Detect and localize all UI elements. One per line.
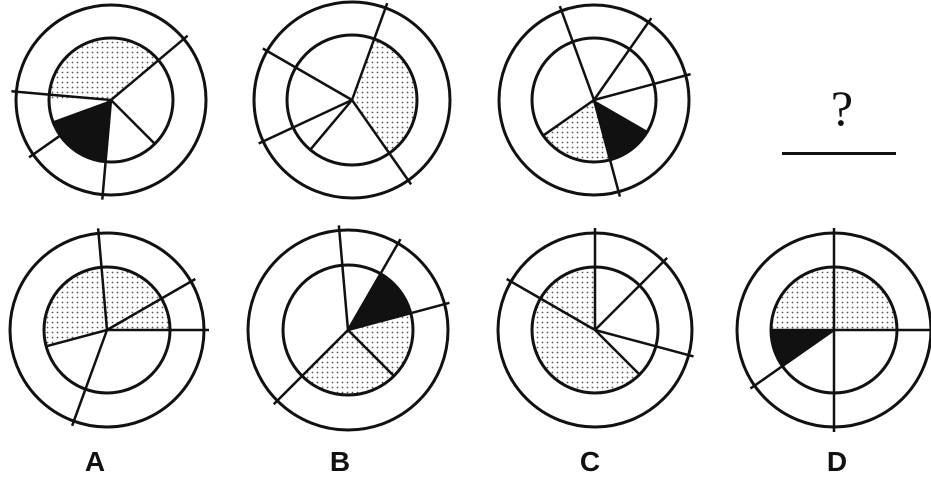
inner-ray-1 (295, 66, 353, 102)
dotted-wedge-0 (44, 267, 171, 347)
ring-spoke-3 (272, 375, 303, 406)
ring-spoke-0 (410, 301, 450, 315)
inner-ray-1 (592, 48, 631, 101)
ring-spoke-1 (160, 277, 196, 300)
ring-spoke-0 (157, 34, 189, 62)
ring-spoke-1 (262, 47, 297, 69)
inner-ray-0 (593, 82, 655, 102)
inner-ray-3 (309, 99, 353, 151)
dotted-wedge-0 (302, 313, 413, 396)
inner-ray-4 (350, 99, 391, 154)
dotted-wedge-1 (531, 298, 640, 394)
question-mark: ? (830, 80, 854, 136)
inner-ray-2 (59, 98, 112, 137)
option-label-d[interactable]: D (826, 446, 848, 477)
figure-row2-fig2 (246, 225, 450, 432)
inner-ray-3 (301, 329, 349, 377)
answer-blank-line (782, 152, 896, 155)
inner-ray-4 (592, 99, 612, 161)
inner-ray-0 (110, 59, 160, 101)
inner-ray-0 (347, 311, 412, 332)
ring-spoke-2 (749, 365, 784, 390)
inner-ray-2 (100, 267, 109, 331)
figure-row1-fig2 (252, 0, 452, 200)
ring-spoke-3 (608, 159, 622, 197)
ring-spoke-3 (70, 388, 87, 427)
inner-ray-2 (341, 265, 350, 331)
inner-ray-2 (292, 98, 353, 129)
solid-wedge-1 (52, 100, 111, 162)
dotted-wedge-0 (352, 38, 417, 154)
figure-row2-fig4 (735, 228, 931, 432)
inner-ray-1 (346, 273, 382, 331)
inner-circle (47, 36, 175, 164)
ring-spoke-3 (655, 345, 694, 358)
inner-circle (281, 263, 415, 397)
ring-spoke-2 (28, 134, 61, 159)
ring-spoke-3 (388, 152, 413, 186)
inner-ray-1 (49, 93, 112, 102)
inner-ray-0 (594, 284, 641, 331)
ring-spoke-3 (101, 161, 107, 200)
ring-spoke-2 (337, 225, 344, 266)
figure-row2-fig3 (496, 228, 694, 429)
figure-row2-fig1 (8, 228, 209, 429)
inner-ray-3 (104, 99, 113, 162)
solid-wedge-1 (348, 273, 411, 330)
ring-spoke-0 (638, 256, 669, 287)
outer-ring (497, 3, 691, 197)
inner-ray-0 (350, 38, 376, 101)
option-label-c[interactable]: C (579, 446, 601, 477)
solid-wedge-1 (771, 330, 834, 367)
ring-spoke-2 (258, 126, 294, 145)
inner-ray-3 (542, 98, 595, 137)
inner-circle (530, 36, 658, 164)
outer-ring (246, 228, 450, 432)
inner-ray-1 (106, 297, 163, 332)
ring-spoke-2 (558, 5, 574, 43)
inner-ray-3 (781, 328, 835, 368)
ring-spoke-1 (628, 17, 653, 50)
inner-ray-2 (571, 41, 596, 101)
ring-spoke-0 (373, 2, 389, 40)
ring-spoke-2 (506, 277, 542, 300)
inner-ray-2 (539, 297, 596, 332)
ring-spoke-2 (96, 228, 103, 268)
inner-circle (285, 33, 419, 167)
ring-spoke-1 (379, 238, 402, 275)
inner-ray-4 (594, 328, 657, 348)
option-label-b[interactable]: B (329, 446, 351, 477)
solid-wedge-1 (594, 100, 648, 160)
ring-spoke-1 (11, 90, 50, 96)
figure-row1-fig3 (497, 3, 691, 197)
dotted-wedge-0 (48, 38, 159, 100)
figure-row1-fig1 (11, 3, 208, 200)
outer-ring (14, 3, 208, 197)
inner-ray-3 (594, 329, 641, 376)
inner-ray-4 (84, 329, 109, 390)
inner-ray-3 (45, 328, 108, 348)
option-label-a[interactable]: A (84, 446, 106, 477)
inner-ray-4 (347, 329, 395, 377)
ring-spoke-0 (653, 72, 691, 86)
dotted-wedge-0 (543, 100, 611, 162)
inner-ray-4 (110, 99, 156, 145)
outer-ring (252, 0, 452, 200)
